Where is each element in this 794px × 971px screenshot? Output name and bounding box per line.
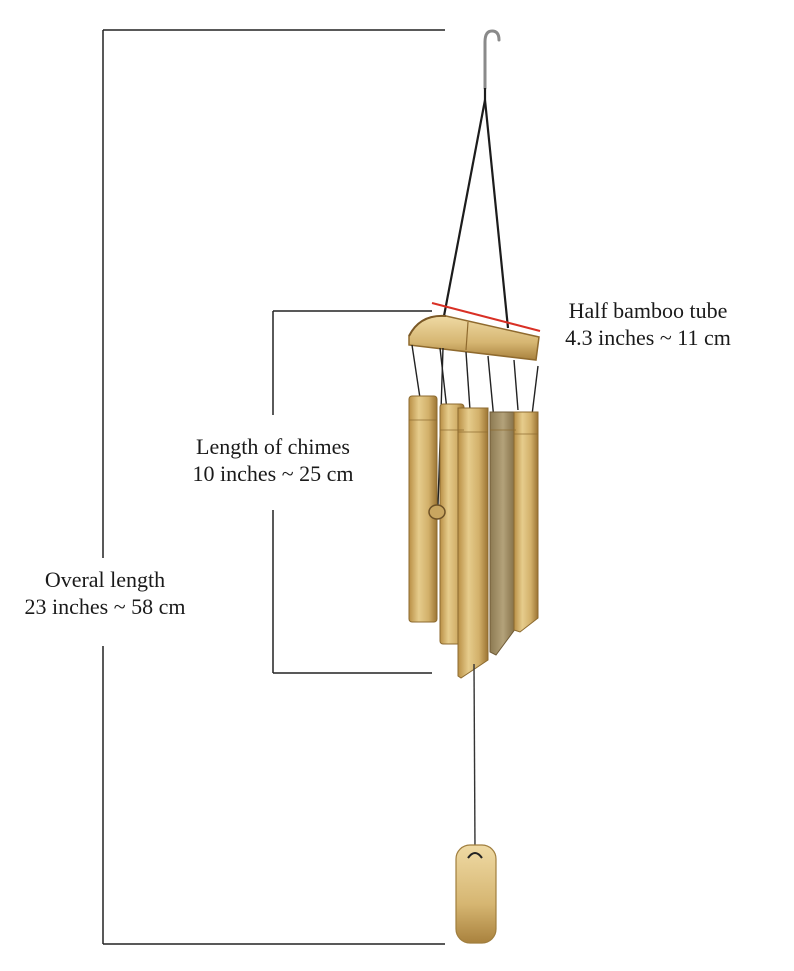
clapper-cord (473, 663, 476, 851)
overall-length-value: 23 inches ~ 58 cm (24, 594, 186, 619)
chime-tubes (408, 395, 539, 679)
chimes-length-value: 10 inches ~ 25 cm (192, 461, 354, 486)
overall-length-title: Overal length (44, 567, 166, 592)
chime-tube-5 (513, 411, 539, 633)
inner-striker (428, 504, 446, 520)
overall-length-label: Overal length 23 inches ~ 58 cm (0, 566, 210, 620)
chime-tube-4 (489, 411, 517, 656)
overall-length-bracket (102, 29, 445, 945)
tube-width-marker (431, 302, 541, 332)
chimes-length-bracket (272, 310, 432, 674)
wind-catcher (455, 844, 497, 944)
chimes-length-label: Length of chimes 10 inches ~ 25 cm (168, 433, 378, 487)
hanging-cords (442, 88, 510, 329)
chimes-length-title: Length of chimes (196, 434, 350, 459)
half-bamboo-tube (408, 314, 540, 361)
half-tube-title: Half bamboo tube (568, 298, 728, 323)
hook (483, 29, 501, 90)
half-tube-label: Half bamboo tube 4.3 inches ~ 11 cm (548, 297, 748, 351)
half-tube-value: 4.3 inches ~ 11 cm (565, 325, 731, 350)
chime-tube-3 (457, 407, 489, 679)
